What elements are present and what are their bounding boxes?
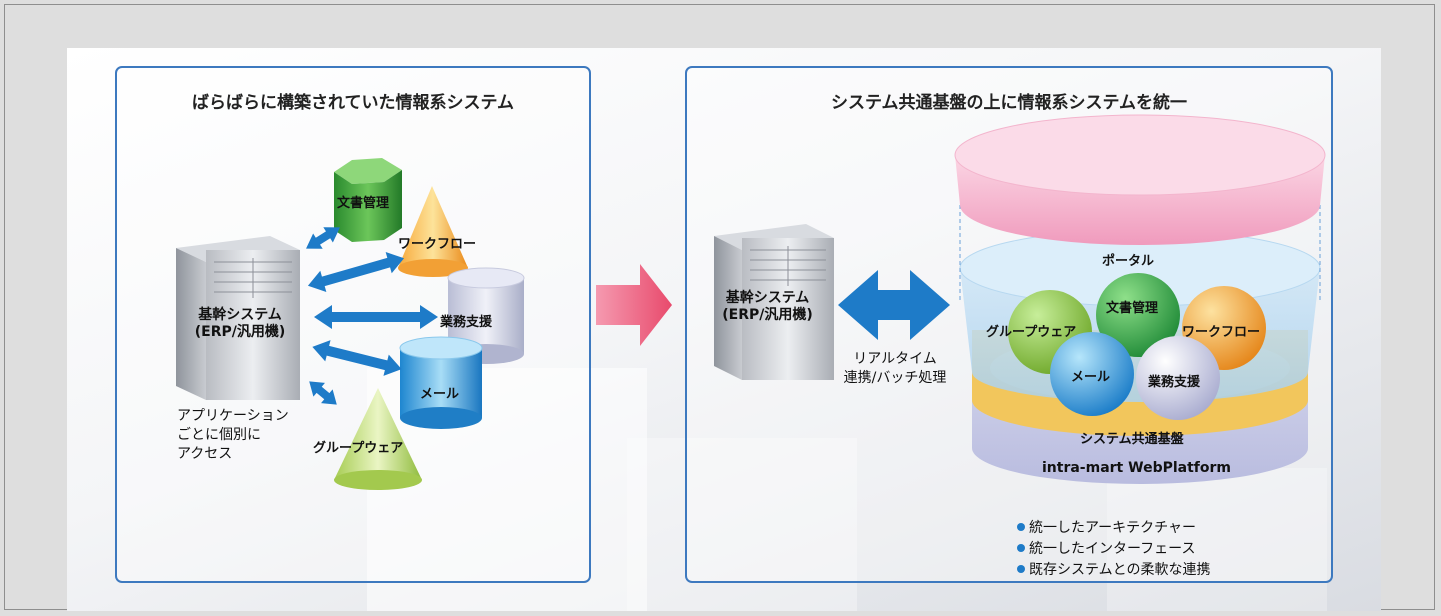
realtime-link-label: リアルタイム 連携/バッチ処理	[843, 351, 947, 386]
right-groupware-label: グループウェア	[986, 325, 1077, 340]
bullet-icon	[1017, 565, 1025, 573]
core-system-server-right	[714, 224, 834, 380]
left-workflow-label: ワークフロー	[398, 237, 477, 252]
left-panel-title: ばらばらに構築されていた情報系システム	[192, 93, 514, 113]
arrow-to-workflow	[307, 252, 405, 292]
access-arrows	[306, 227, 438, 405]
right-workflow-label: ワークフロー	[1182, 325, 1261, 340]
business-sphere	[1136, 336, 1220, 420]
portal-cylinder	[954, 114, 1326, 245]
feature-list: 統一したアーキテクチャー 統一したインターフェース 既存システムとの柔軟な連携	[1017, 518, 1210, 581]
right-panel-title: システム共通基盤の上に情報系システムを統一	[831, 93, 1187, 113]
document-hexagon	[334, 158, 402, 242]
background-block	[1107, 468, 1327, 611]
bullet-icon	[1017, 544, 1025, 552]
core-system-server-left	[176, 236, 300, 400]
left-groupware-label: グループウェア	[313, 441, 404, 456]
arrow-to-document	[306, 227, 340, 249]
bullet-icon	[1017, 523, 1025, 531]
feature-item: 既存システムとの柔軟な連携	[1017, 560, 1210, 581]
left-core-system-label: 基幹システム (ERP/汎用機)	[194, 307, 286, 340]
left-mail-label: メール	[420, 387, 460, 402]
platform-name: intra-mart WebPlatform	[1042, 460, 1231, 476]
left-business-label: 業務支援	[440, 315, 493, 330]
right-document-label: 文書管理	[1106, 301, 1159, 316]
realtime-link-arrow	[838, 270, 950, 340]
portal-label: ポータル	[1102, 254, 1155, 269]
arrow-to-mail	[312, 340, 402, 376]
platform-label: システム共通基盤	[1080, 432, 1184, 447]
workflow-cone	[398, 186, 468, 277]
left-document-label: 文書管理	[337, 196, 390, 211]
groupware-cone	[334, 388, 422, 490]
feature-item: 統一したアーキテクチャー	[1017, 518, 1210, 539]
right-mail-label: メール	[1071, 370, 1111, 385]
transition-arrow	[596, 264, 672, 346]
access-note: アプリケーション ごとに個別に アクセス	[177, 408, 289, 462]
right-core-system-label: 基幹システム (ERP/汎用機)	[722, 290, 813, 323]
document-sphere	[1096, 273, 1180, 357]
mail-cylinder	[399, 336, 483, 429]
arrow-to-groupware	[309, 381, 337, 405]
mail-sphere	[1050, 332, 1134, 416]
arrow-to-business	[314, 305, 438, 329]
feature-item: 統一したインターフェース	[1017, 539, 1210, 560]
right-business-label: 業務支援	[1148, 375, 1201, 390]
